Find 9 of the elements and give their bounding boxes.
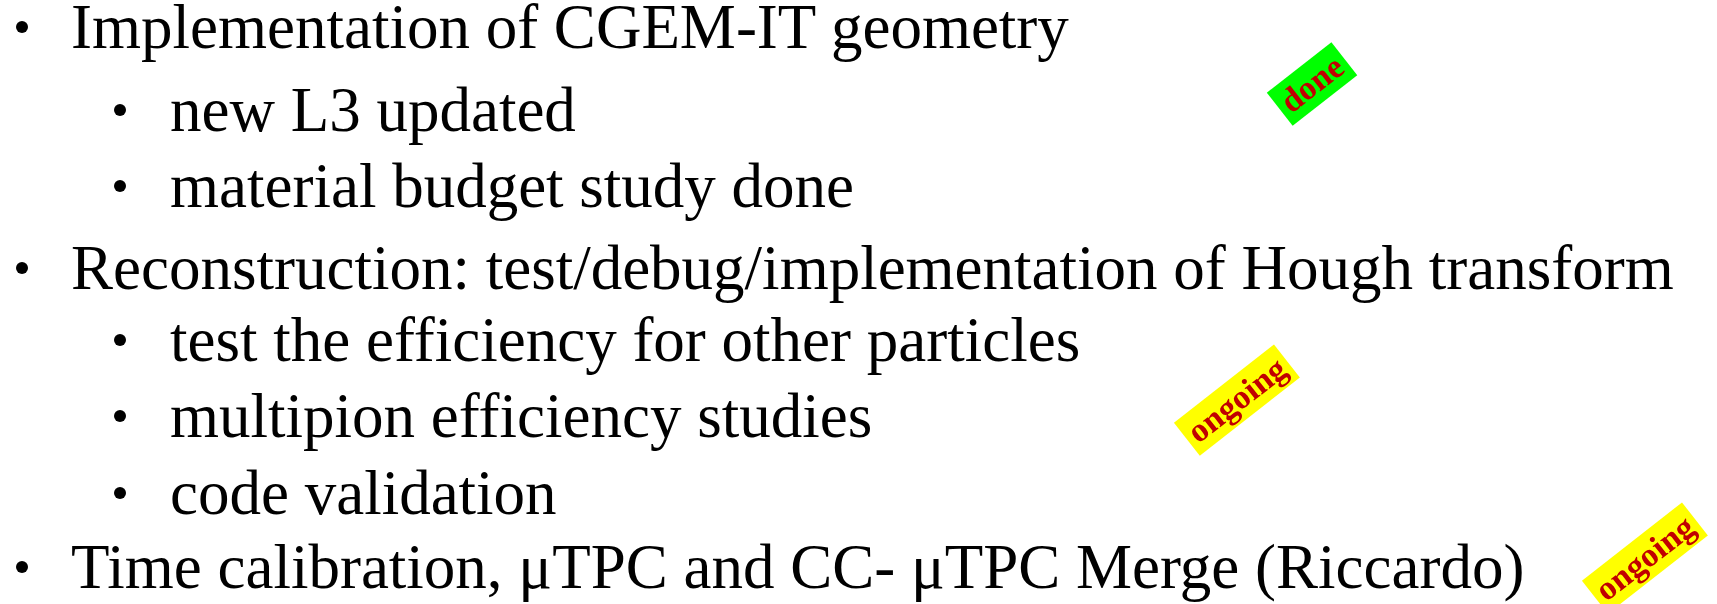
list-item-text: Implementation of CGEM-IT geometry [71,0,1069,62]
list-item-text: new L3 updated [170,75,576,145]
status-tag: done [1266,42,1358,126]
list-item-text: code validation [170,458,557,528]
list-item-text: test the efficiency for other particles [170,305,1081,375]
list-item-text: material budget study done [170,151,855,221]
list-item-text: multipion efficiency studies [170,381,873,451]
list-item-text: Reconstruction: test/debug/implementation of Hough transform [71,233,1674,303]
list-item-text: Time calibration, μTPC and CC- μTPC Merge (Riccardo) [71,532,1525,602]
